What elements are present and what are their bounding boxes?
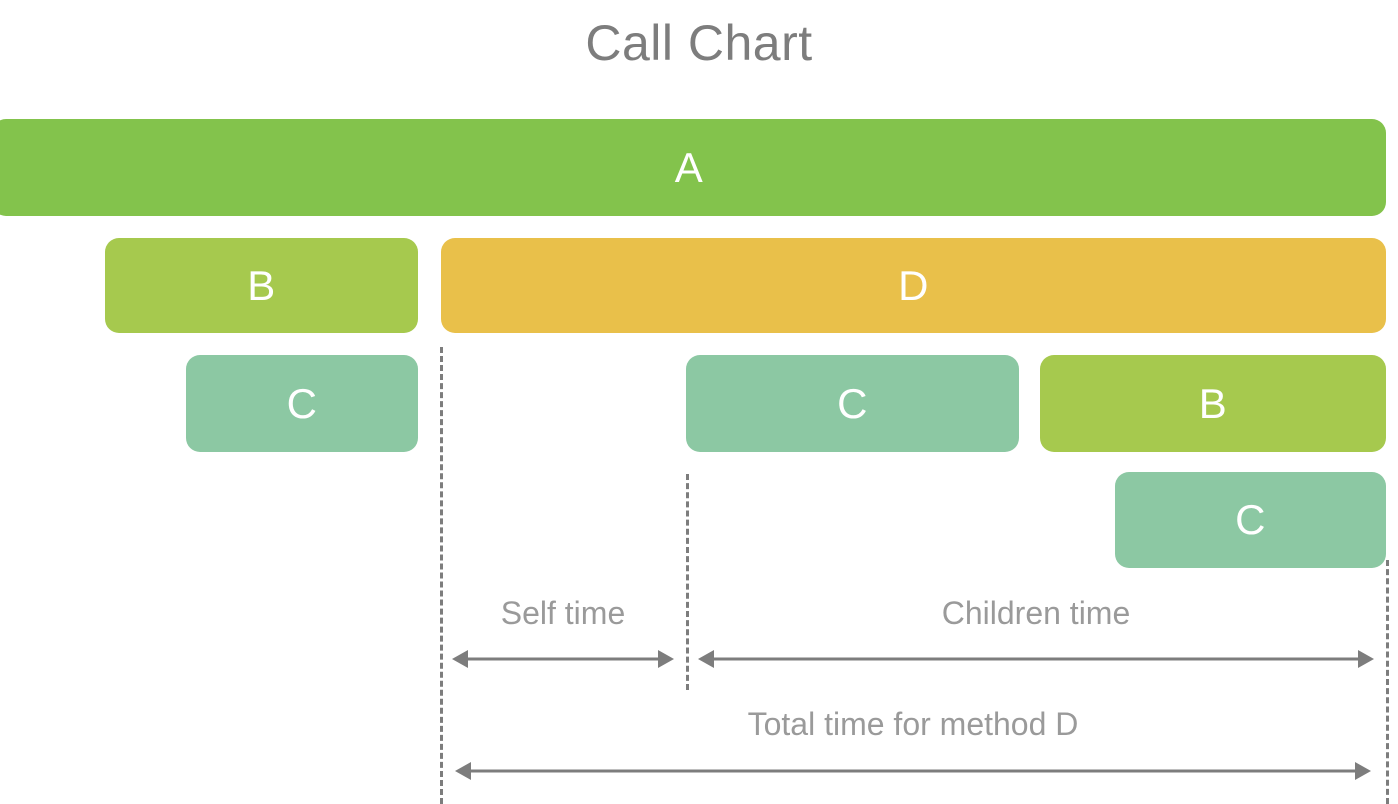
total-time-arrow xyxy=(455,760,1371,782)
call-bar-c-d2-0[interactable]: C xyxy=(186,355,418,452)
guide-d-self-end xyxy=(686,474,689,690)
children-time-arrow xyxy=(698,648,1374,670)
call-bar-label: B xyxy=(1198,379,1228,427)
call-bar-label: C xyxy=(837,379,868,427)
self-time-label: Self time xyxy=(500,595,626,631)
guide-d-end xyxy=(1386,560,1389,804)
call-bar-b-d1-0[interactable]: B xyxy=(105,238,418,333)
call-bar-c-d2-1[interactable]: C xyxy=(686,355,1019,452)
call-bar-label: B xyxy=(247,261,276,309)
self-time-arrow xyxy=(452,648,674,670)
call-bar-label: C xyxy=(1235,496,1266,543)
call-bar-label: C xyxy=(286,379,318,427)
call-bar-a-d0-0[interactable]: A xyxy=(0,119,1386,216)
total-time-label: Total time for method D xyxy=(747,706,1079,742)
call-bar-label: A xyxy=(674,143,704,191)
guide-d-start xyxy=(440,347,443,804)
call-bar-b-d2-2[interactable]: B xyxy=(1040,355,1386,452)
children-time-label: Children time xyxy=(941,595,1131,631)
call-bar-c-d3-0[interactable]: C xyxy=(1115,472,1386,568)
call-bar-d-d1-1[interactable]: D xyxy=(441,238,1386,333)
page-title: Call Chart xyxy=(585,15,813,71)
call-bar-label: D xyxy=(898,261,929,309)
